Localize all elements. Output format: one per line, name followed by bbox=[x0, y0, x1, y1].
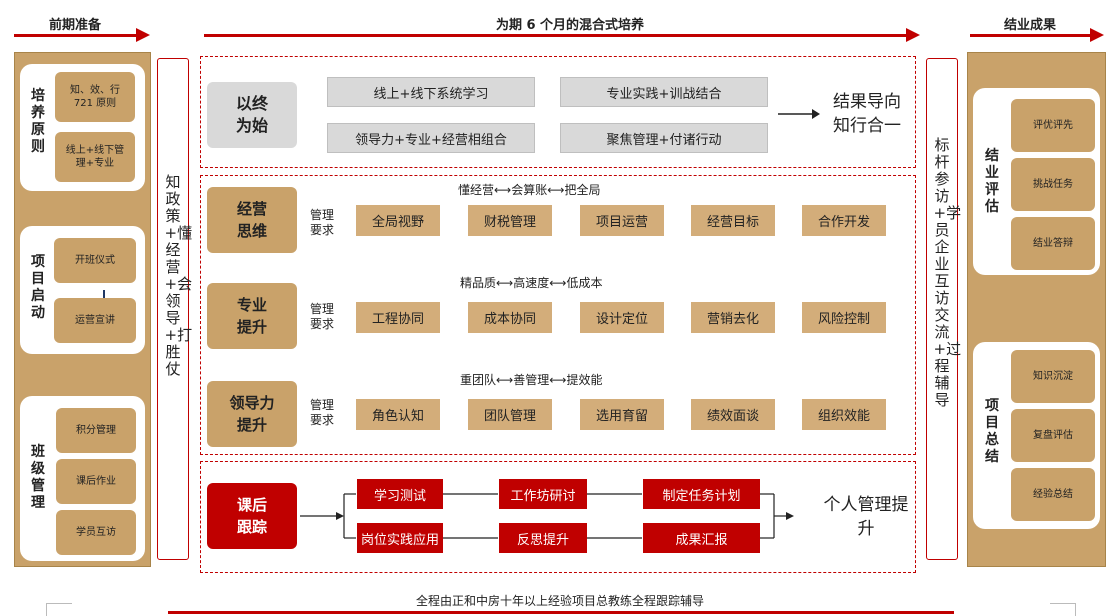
right-vertical-text: 标杆参访+学员企业互访交流+过程辅导 bbox=[933, 136, 962, 409]
header-center-label: 为期 6 个月的混合式培养 bbox=[495, 18, 645, 33]
row-professional-item-1: 工程协同 bbox=[356, 302, 440, 333]
followup-result-text: 个人管理提升 bbox=[823, 495, 909, 539]
top-item-practice: 专业实践+训战结合 bbox=[560, 77, 768, 107]
kickoff-title: 项目启动 bbox=[31, 254, 45, 321]
row-leadership-label: 领导力提升 bbox=[207, 381, 297, 447]
header-prep-arrowhead bbox=[136, 28, 150, 42]
class-item-points: 积分管理 bbox=[56, 408, 136, 453]
row-professional-label: 专业提升 bbox=[207, 283, 297, 349]
row-leadership-chain: 重团队⟷善管理⟷提效能 bbox=[460, 373, 603, 387]
followup-item-test: 学习测试 bbox=[357, 479, 443, 509]
footer-rule bbox=[168, 611, 954, 614]
row-professional-item-2: 成本协同 bbox=[468, 302, 552, 333]
row-leadership-req: 管理要求 bbox=[309, 398, 334, 427]
followup-connectors bbox=[300, 493, 794, 539]
evaluation-item-defense: 结业答辩 bbox=[1011, 217, 1095, 270]
row-professional-chain: 精品质⟷高速度⟷低成本 bbox=[460, 276, 603, 290]
evaluation-title: 结业评估 bbox=[985, 148, 999, 215]
top-item-leadership: 领导力+专业+经营相组合 bbox=[327, 123, 535, 153]
followup-section bbox=[200, 461, 916, 573]
top-result-arrow bbox=[778, 109, 820, 119]
row-business-item-2: 财税管理 bbox=[468, 205, 552, 236]
top-item-focus: 聚焦管理+付诸行动 bbox=[560, 123, 768, 153]
header-result-arrowhead bbox=[1090, 28, 1104, 42]
evaluation-item-challenge: 挑战任务 bbox=[1011, 158, 1095, 211]
class-title: 班级管理 bbox=[31, 444, 45, 511]
row-leadership-item-4: 绩效面谈 bbox=[691, 399, 775, 430]
summary-item-experience: 经验总结 bbox=[1011, 468, 1095, 521]
header-result-arrow bbox=[970, 34, 1092, 37]
summary-item-review: 复盘评估 bbox=[1011, 409, 1095, 462]
row-business-item-3: 项目运营 bbox=[580, 205, 664, 236]
summary-title: 项目总结 bbox=[985, 398, 999, 465]
row-leadership-item-5: 组织效能 bbox=[802, 399, 886, 430]
left-vertical-box: 知政策+懂经营+会领导+打胜仗 bbox=[157, 58, 193, 560]
class-item-visits: 学员互访 bbox=[56, 510, 136, 555]
top-item-online: 线上+线下系统学习 bbox=[327, 77, 535, 107]
row-professional-item-4: 营销去化 bbox=[691, 302, 775, 333]
footer-corner-left bbox=[46, 603, 72, 616]
header-result-label: 结业成果 bbox=[1003, 18, 1056, 33]
followup-item-plan: 制定任务计划 bbox=[643, 479, 760, 509]
kickoff-item-briefing: 运营宣讲 bbox=[54, 298, 136, 343]
header-prep-label: 前期准备 bbox=[48, 18, 101, 33]
principles-title: 培养原则 bbox=[31, 88, 45, 155]
top-section-label: 以终为始 bbox=[207, 82, 297, 148]
row-business-item-5: 合作开发 bbox=[802, 205, 886, 236]
row-business-item-1: 全局视野 bbox=[356, 205, 440, 236]
followup-item-report: 成果汇报 bbox=[643, 523, 760, 553]
row-business-label: 经营思维 bbox=[207, 187, 297, 253]
principles-item-721: 知、效、行 721 原则 bbox=[55, 72, 135, 122]
left-vertical-text: 知政策+懂经营+会领导+打胜仗 bbox=[164, 173, 193, 378]
header-prep-arrow bbox=[14, 34, 138, 37]
row-professional-req: 管理要求 bbox=[309, 302, 334, 331]
footer-corner-right bbox=[1050, 603, 1076, 616]
top-section bbox=[200, 56, 916, 168]
evaluation-item-award: 评优评先 bbox=[1011, 99, 1095, 152]
followup-item-practice: 岗位实践应用 bbox=[357, 523, 443, 553]
middle-section bbox=[200, 175, 916, 455]
header-center-arrowhead bbox=[906, 28, 920, 42]
footer-text: 全程由正和中房十年以上经验项目总教练全程跟踪辅导 bbox=[415, 594, 704, 608]
followup-label: 课后跟踪 bbox=[207, 483, 297, 549]
kickoff-item-ceremony: 开班仪式 bbox=[54, 238, 136, 283]
principles-item-online: 线上+线下管理+专业 bbox=[55, 132, 135, 182]
row-professional-item-3: 设计定位 bbox=[580, 302, 664, 333]
row-business-item-4: 经营目标 bbox=[691, 205, 775, 236]
header-center-arrow bbox=[204, 34, 908, 37]
row-leadership-item-1: 角色认知 bbox=[356, 399, 440, 430]
row-leadership-item-2: 团队管理 bbox=[468, 399, 552, 430]
followup-item-reflect: 反思提升 bbox=[499, 523, 587, 553]
top-result-text: 结果导向知行合一 bbox=[833, 92, 901, 136]
summary-item-knowledge: 知识沉淀 bbox=[1011, 350, 1095, 403]
row-business-req: 管理要求 bbox=[309, 208, 334, 237]
followup-item-workshop: 工作坊研讨 bbox=[499, 479, 587, 509]
row-leadership-item-3: 选用育留 bbox=[580, 399, 664, 430]
row-professional-item-5: 风险控制 bbox=[802, 302, 886, 333]
class-item-homework: 课后作业 bbox=[56, 459, 136, 504]
row-business-chain: 懂经营⟷会算账⟷把全局 bbox=[458, 183, 601, 197]
right-vertical-box: 标杆参访+学员企业互访交流+过程辅导 bbox=[926, 58, 962, 560]
